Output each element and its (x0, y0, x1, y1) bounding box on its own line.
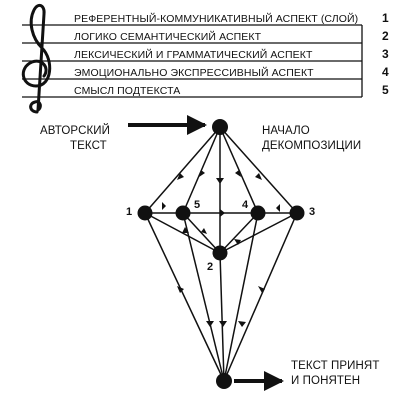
edge-5-bottom (182, 212, 225, 382)
node-5 (175, 205, 191, 221)
staff-number-1: 1 (382, 11, 389, 25)
node-label-4: 4 (242, 199, 249, 211)
edge-5-2 (182, 212, 221, 254)
edge-3-2 (219, 212, 298, 254)
node-label-5: 5 (194, 199, 201, 211)
result-line1: ТЕКСТ ПРИНЯТ (291, 360, 380, 372)
edge-arrows (162, 170, 280, 327)
staff-number-2: 2 (382, 29, 389, 43)
node-end (216, 373, 232, 389)
decomposition-line1: НАЧАЛО (262, 125, 310, 137)
edge-4-bottom (223, 212, 259, 382)
edge-2-bottom (219, 252, 225, 382)
node-1 (137, 205, 153, 221)
staff-text-2: ЛОГИКО СЕМАНТИЧЕСКИЙ АСПЕКТ (74, 31, 262, 43)
edge-top-1 (144, 126, 221, 214)
edge-top-3 (219, 126, 298, 214)
node-label-2: 2 (207, 261, 214, 273)
node-label-1: 1 (126, 206, 133, 218)
decomposition-line2: ДЕКОМПОЗИЦИИ (262, 140, 362, 152)
staff-text-4: ЭМОЦИОНАЛЬНО ЭКСПРЕССИВНЫЙ АСПЕКТ (74, 67, 314, 79)
author-text-line2: ТЕКСТ (70, 140, 107, 152)
result-line2: И ПОНЯТЕН (291, 375, 361, 387)
node-2 (212, 245, 228, 261)
edge-1-bottom (144, 212, 225, 382)
node-3 (289, 205, 305, 221)
edge-3-bottom (223, 212, 298, 382)
author-text-line1: АВТОРСКИЙ (40, 125, 111, 137)
staff-text-5: СМЫСЛ ПОДТЕКСТА (74, 85, 181, 97)
staff-number-4: 4 (382, 65, 389, 79)
staff-number-5: 5 (382, 83, 389, 97)
staff-text-1: РЕФЕРЕНТНЫЙ-КОММУНИКАТИВНЫЙ АСПЕКТ (СЛОЙ… (74, 13, 359, 25)
node-label-3: 3 (309, 206, 316, 218)
edge-4-2 (219, 212, 259, 254)
staff-number-3: 3 (382, 47, 389, 61)
treble-clef-icon (21, 3, 52, 114)
edge-top-5 (182, 126, 221, 214)
staff-text-3: ЛЕКСИЧЕСКИЙ И ГРАММАТИЧЕСКИЙ АСПЕКТ (74, 49, 313, 61)
node-4 (250, 205, 266, 221)
node-start (212, 119, 228, 135)
